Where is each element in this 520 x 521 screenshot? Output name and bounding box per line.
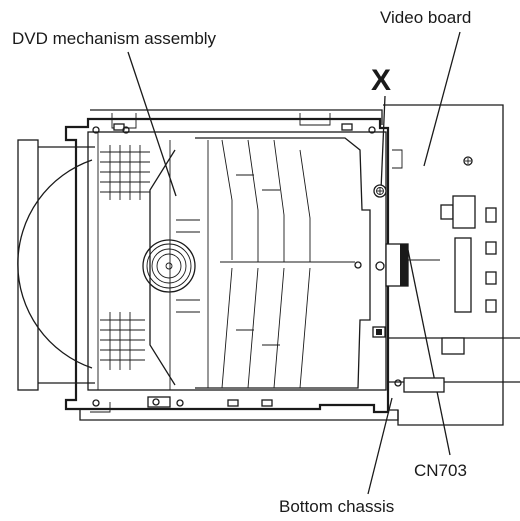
jack-icon	[454, 237, 472, 313]
jack-icon	[452, 195, 476, 229]
mechanism-ribs	[176, 139, 311, 389]
cn703-connector	[372, 243, 409, 338]
jack-icon	[485, 299, 497, 313]
leader-lines	[127, 31, 461, 495]
grid-hatching	[100, 145, 150, 370]
bottom-chassis	[64, 109, 399, 421]
board-screw-icon	[463, 156, 473, 166]
spindle-outer-icon	[142, 239, 196, 293]
screw-marker-x-label: X	[371, 64, 391, 97]
jack-icon	[485, 241, 497, 255]
cn703-connector-label: CN703	[414, 461, 467, 480]
video-board	[383, 104, 504, 426]
jack-icon	[485, 207, 497, 223]
jack-icon	[440, 204, 454, 220]
bottom-chassis-label: Bottom chassis	[279, 497, 394, 516]
video-board-label: Video board	[380, 8, 471, 27]
dvd-mechanism-assembly-label: DVD mechanism assembly	[12, 29, 217, 48]
screw-x	[373, 184, 387, 198]
dvd-mechanism-assembly	[87, 131, 387, 391]
disc-tray	[17, 139, 95, 391]
jack-icon	[485, 271, 497, 285]
